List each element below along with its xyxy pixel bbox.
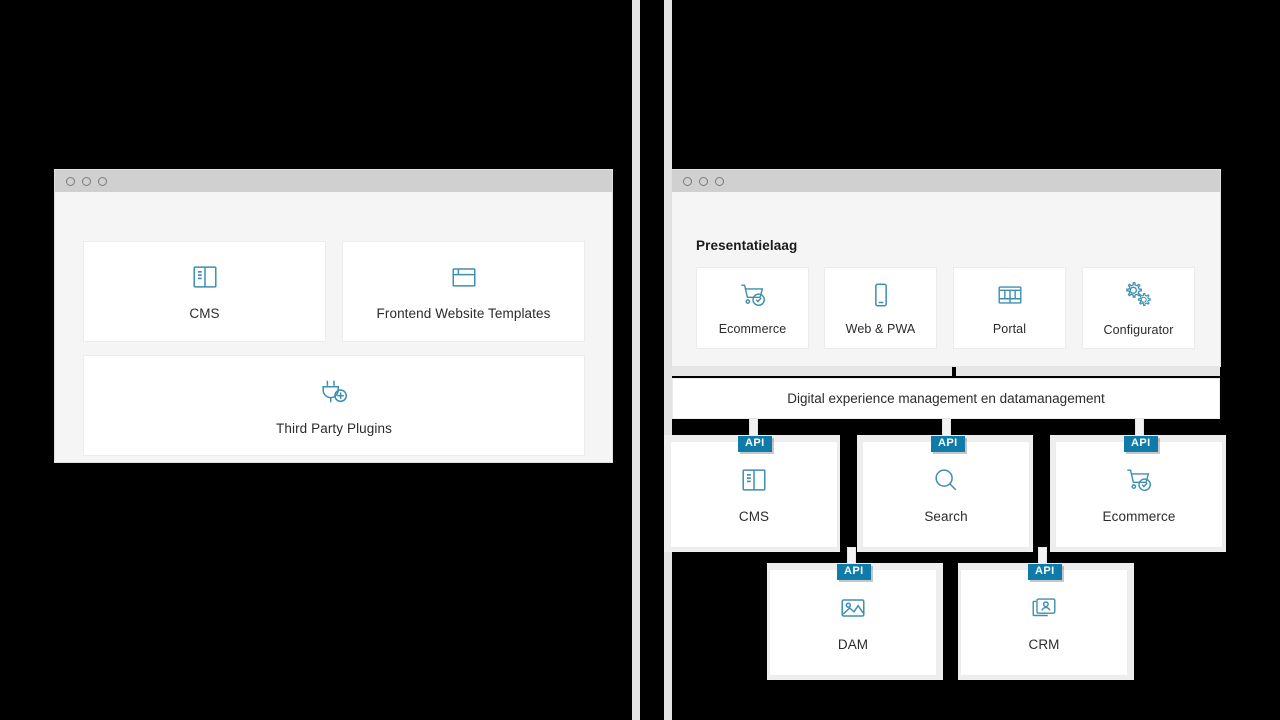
middle-bar-digital-experience[interactable]: Digital experience management en dataman… — [672, 378, 1220, 419]
card-presentation-portal[interactable]: Portal — [953, 267, 1066, 349]
left-browser-window: CMS Frontend Website Templates — [55, 170, 612, 462]
shopping-cart-check-icon — [1124, 465, 1154, 495]
gears-icon — [1123, 279, 1155, 311]
card-label: Search — [924, 509, 968, 524]
api-badge-dam[interactable]: API — [837, 564, 871, 580]
plug-plus-icon — [318, 375, 350, 407]
card-label: Frontend Website Templates — [376, 306, 551, 321]
shelf-strip-right — [956, 366, 1220, 376]
card-service-search[interactable]: Search — [862, 441, 1030, 548]
card-label: CRM — [1028, 637, 1060, 652]
magnifier-icon — [931, 465, 961, 495]
panel-divider-right — [664, 0, 672, 720]
close-dot-icon[interactable] — [683, 176, 692, 186]
browser-window-icon — [449, 262, 479, 292]
smartphone-icon — [866, 280, 896, 310]
contact-cards-icon — [1029, 593, 1059, 623]
connector-to-crm — [1039, 548, 1046, 572]
right-window-titlebar — [672, 170, 1220, 192]
card-service-crm[interactable]: CRM — [960, 569, 1128, 676]
cms-book-icon — [739, 465, 769, 495]
card-presentation-configurator[interactable]: Configurator — [1082, 267, 1195, 349]
left-window-body: CMS Frontend Website Templates — [55, 192, 612, 462]
maximize-dot-icon[interactable] — [715, 176, 724, 186]
card-label: Ecommerce — [1102, 509, 1176, 524]
card-label: CMS — [189, 306, 220, 321]
card-label: Third Party Plugins — [276, 421, 392, 436]
card-label: Ecommerce — [718, 322, 787, 336]
card-label: Portal — [992, 322, 1027, 336]
section-title-presentatielaag: Presentatielaag — [696, 238, 798, 253]
left-window-titlebar — [55, 170, 612, 192]
minimize-dot-icon[interactable] — [82, 176, 91, 186]
close-dot-icon[interactable] — [66, 176, 75, 186]
shopping-cart-check-icon — [738, 280, 768, 310]
api-badge-crm[interactable]: API — [1028, 564, 1062, 580]
api-badge-ecommerce[interactable]: API — [1124, 436, 1158, 452]
card-label: DAM — [837, 637, 869, 652]
connector-to-dam — [848, 548, 855, 572]
cms-book-icon — [190, 262, 220, 292]
card-frontend-website-templates[interactable]: Frontend Website Templates — [342, 241, 585, 342]
card-service-cms[interactable]: CMS — [670, 441, 838, 548]
minimize-dot-icon[interactable] — [699, 176, 708, 186]
connector-to-cms — [750, 419, 757, 445]
card-service-dam[interactable]: DAM — [769, 569, 937, 676]
card-label: CMS — [738, 509, 770, 524]
image-picture-icon — [838, 593, 868, 623]
portal-layout-icon — [995, 280, 1025, 310]
card-service-ecommerce[interactable]: Ecommerce — [1055, 441, 1223, 548]
right-browser-window: Presentatielaag Ecommerce — [672, 170, 1220, 366]
panel-divider-left — [632, 0, 640, 720]
right-window-body: Presentatielaag Ecommerce — [672, 192, 1220, 366]
connector-to-search — [943, 419, 950, 445]
api-badge-search[interactable]: API — [931, 436, 965, 452]
maximize-dot-icon[interactable] — [98, 176, 107, 186]
card-third-party-plugins[interactable]: Third Party Plugins — [83, 355, 585, 456]
card-cms[interactable]: CMS — [83, 241, 326, 342]
card-label: Web & PWA — [845, 322, 916, 336]
connector-to-ecommerce — [1136, 419, 1143, 445]
middle-bar-label: Digital experience management en dataman… — [787, 391, 1105, 406]
card-label: Configurator — [1103, 323, 1174, 337]
api-badge-cms[interactable]: API — [738, 436, 772, 452]
card-presentation-ecommerce[interactable]: Ecommerce — [696, 267, 809, 349]
card-presentation-web-pwa[interactable]: Web & PWA — [824, 267, 937, 349]
shelf-strip-left — [672, 366, 952, 376]
